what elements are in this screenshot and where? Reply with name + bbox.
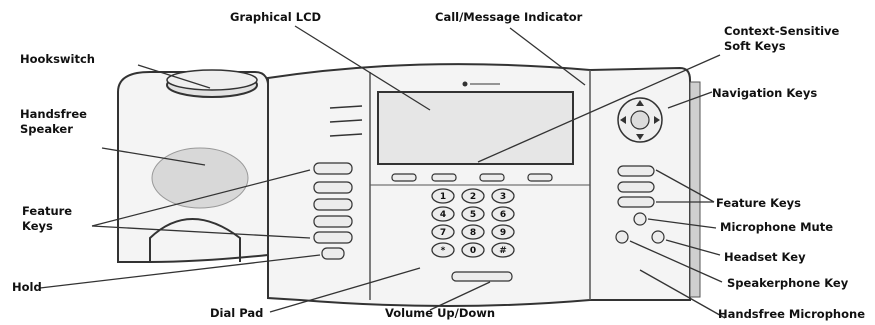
svg-text:3: 3 (500, 192, 506, 202)
headset-key-label: Headset Key (724, 250, 806, 264)
svg-text:5: 5 (470, 210, 476, 220)
right-feature-keys (617, 165, 655, 208)
call-message-indicator-label: Call/Message Indicator (435, 10, 583, 24)
dial-key-6: 6 (491, 206, 515, 222)
microphone-mute-label: Microphone Mute (720, 220, 834, 234)
dial-key-9: 9 (491, 224, 515, 240)
svg-text:8: 8 (470, 228, 476, 238)
navigation-keys-label: Navigation Keys (712, 86, 818, 100)
feature-keys-left-label-line1: Feature (22, 204, 73, 218)
svg-text:2: 2 (470, 192, 476, 202)
handsfree-microphone-label: Handsfree Microphone (718, 307, 866, 321)
dial-key-*: * (431, 242, 455, 258)
svg-text:*: * (441, 246, 446, 256)
volume-key (451, 271, 513, 282)
dial-key-1: 1 (431, 188, 455, 204)
dial-pad: 1 2 3 4 5 6 7 8 9 * 0 # (431, 188, 515, 258)
context-soft-keys-label-line2: Soft Keys (724, 39, 786, 53)
hold-key (321, 247, 345, 260)
mute-key (633, 212, 647, 226)
dial-key-4: 4 (431, 206, 455, 222)
dial-key-2: 2 (461, 188, 485, 204)
handsfree-speaker-label-line1: Handsfree (20, 107, 87, 121)
speakerphone-key-button (615, 230, 629, 244)
cradle-arch (149, 218, 241, 262)
dial-key-8: 8 (461, 224, 485, 240)
svg-text:9: 9 (500, 228, 506, 238)
soft-keys (391, 173, 553, 182)
speaker-grille (151, 147, 249, 209)
leader-lines (39, 25, 726, 319)
feature-keys-right-label: Feature Keys (716, 196, 801, 210)
graphical-lcd-label: Graphical LCD (230, 10, 322, 24)
svg-text:7: 7 (440, 228, 446, 238)
svg-text:4: 4 (440, 210, 446, 220)
dial-key-7: 7 (431, 224, 455, 240)
dial-key-5: 5 (461, 206, 485, 222)
dial-key-#: # (491, 242, 515, 258)
dial-key-0: 0 (461, 242, 485, 258)
lcd-screen (377, 91, 574, 165)
svg-text:#: # (499, 246, 507, 256)
svg-text:0: 0 (470, 246, 476, 256)
headset-key-button (651, 230, 665, 244)
volume-up-down-label: Volume Up/Down (385, 306, 496, 320)
dial-key-3: 3 (491, 188, 515, 204)
dial-pad-label: Dial Pad (210, 306, 264, 320)
hookswitch-label: Hookswitch (20, 52, 95, 66)
svg-text:6: 6 (500, 210, 506, 220)
context-soft-keys-label-line1: Context-Sensitive (724, 24, 840, 38)
handsfree-speaker-label-line2: Speaker (20, 122, 73, 136)
left-feature-keys (313, 162, 353, 244)
speakerphone-key-label: Speakerphone Key (727, 276, 849, 290)
navigation-cluster (617, 97, 663, 143)
svg-text:1: 1 (440, 192, 446, 202)
hold-label: Hold (12, 280, 42, 294)
feature-keys-left-label-line2: Keys (22, 219, 53, 233)
